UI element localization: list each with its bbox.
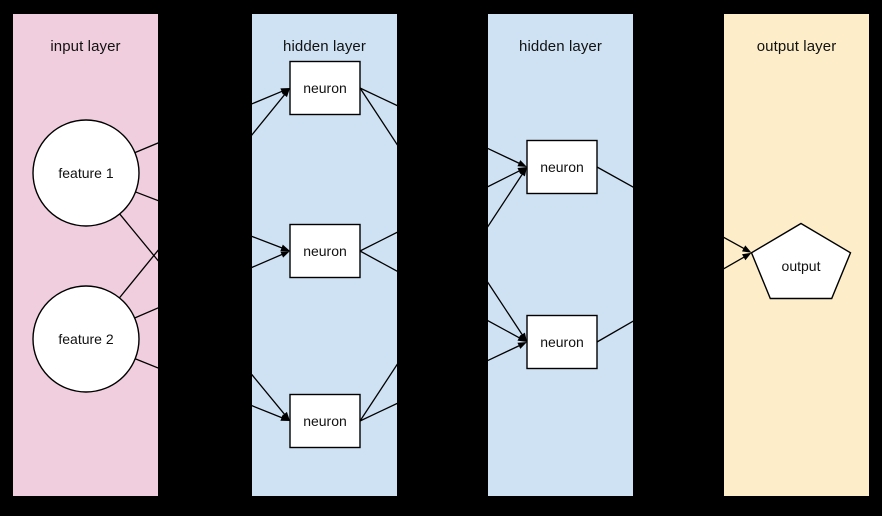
- edge-h1n2-to-h2n2: [359, 250, 397, 272]
- arrowhead-feature2-to-h1n2: [280, 251, 290, 258]
- edge-clip-hidden2: [488, 14, 633, 496]
- edge-feature1-to-h1n2: [252, 235, 284, 250]
- edge-h1n2-to-h2n2: [488, 320, 522, 340]
- node-label-h1n1: neuron: [303, 80, 347, 96]
- node-label-h1n3: neuron: [303, 413, 347, 429]
- edge-feature2-to-h1n2: [134, 307, 158, 319]
- layer-title-input: input layer: [50, 38, 121, 55]
- node-label-h1n2: neuron: [303, 243, 347, 259]
- edge-feature2-to-h1n1: [118, 249, 158, 299]
- edge-h2n1-to-out1: [724, 236, 746, 250]
- edge-h1n2-to-h2n1: [359, 231, 397, 252]
- edge-h1n1-to-h2n1: [488, 147, 521, 165]
- arrowhead-feature1-to-h1n2: [280, 244, 290, 251]
- arrowhead-h1n3-to-h2n2: [517, 342, 527, 349]
- edge-feature1-to-h1n3: [252, 373, 287, 417]
- edge-h1n3-to-h2n1: [359, 363, 397, 422]
- edge-feature2-to-h1n2: [252, 253, 284, 269]
- arrowhead-h2n1-to-out1: [741, 245, 752, 253]
- arrowhead-h1n1-to-h2n2: [519, 332, 527, 342]
- edge-h2n2-to-out1: [596, 320, 633, 343]
- edge-feature2-to-h1n1: [252, 93, 287, 136]
- edge-h1n1-to-h2n2: [488, 281, 524, 337]
- edge-h1n1-to-h2n1: [359, 87, 397, 107]
- edge-feature1-to-h1n2: [135, 191, 158, 202]
- arrowhead-h1n2-to-h2n2: [517, 334, 527, 342]
- edge-feature2-to-h1n3: [134, 358, 158, 369]
- edge-h1n2-to-h2n1: [488, 169, 522, 188]
- edge-h2n1-to-out1: [596, 166, 633, 188]
- layer-title-hidden1: hidden layer: [283, 38, 366, 55]
- arrowhead-h1n1-to-h2n1: [517, 160, 527, 167]
- layer-panel-input: input layer: [13, 14, 158, 496]
- arrowhead-h2n2-to-out1: [742, 252, 752, 261]
- layer-title-output: output layer: [756, 38, 837, 55]
- node-label-feature1: feature 1: [58, 165, 114, 181]
- edge-feature1-to-h1n1: [252, 90, 284, 105]
- edge-h1n3-to-h2n1: [488, 172, 524, 228]
- edge-clip-input: [13, 14, 158, 496]
- node-label-h2n1: neuron: [540, 159, 584, 175]
- arrowhead-feature1-to-h1n3: [281, 411, 290, 421]
- node-label-out1: output: [781, 258, 821, 274]
- edge-h1n3-to-h2n2: [359, 402, 397, 422]
- node-label-h2n2: neuron: [540, 334, 584, 350]
- edge-feature1-to-h1n1: [134, 142, 158, 154]
- edge-clip-output: [724, 14, 869, 496]
- arrowhead-feature2-to-h1n3: [280, 414, 290, 421]
- layer-panel-hidden2: hidden layer: [488, 14, 633, 496]
- arrowhead-feature2-to-h1n1: [281, 88, 290, 98]
- edge-h2n2-to-out1: [724, 255, 746, 270]
- edge-h1n3-to-h2n2: [488, 344, 521, 362]
- arrowhead-h1n3-to-h2n1: [519, 167, 527, 177]
- edge-feature2-to-h1n3: [252, 405, 284, 419]
- edge-feature1-to-h1n3: [119, 213, 158, 262]
- layer-title-hidden2: hidden layer: [519, 38, 602, 55]
- edge-h1n1-to-h2n2: [359, 87, 397, 146]
- edge-clip-hidden1: [252, 14, 397, 496]
- node-label-feature2: feature 2: [58, 331, 114, 347]
